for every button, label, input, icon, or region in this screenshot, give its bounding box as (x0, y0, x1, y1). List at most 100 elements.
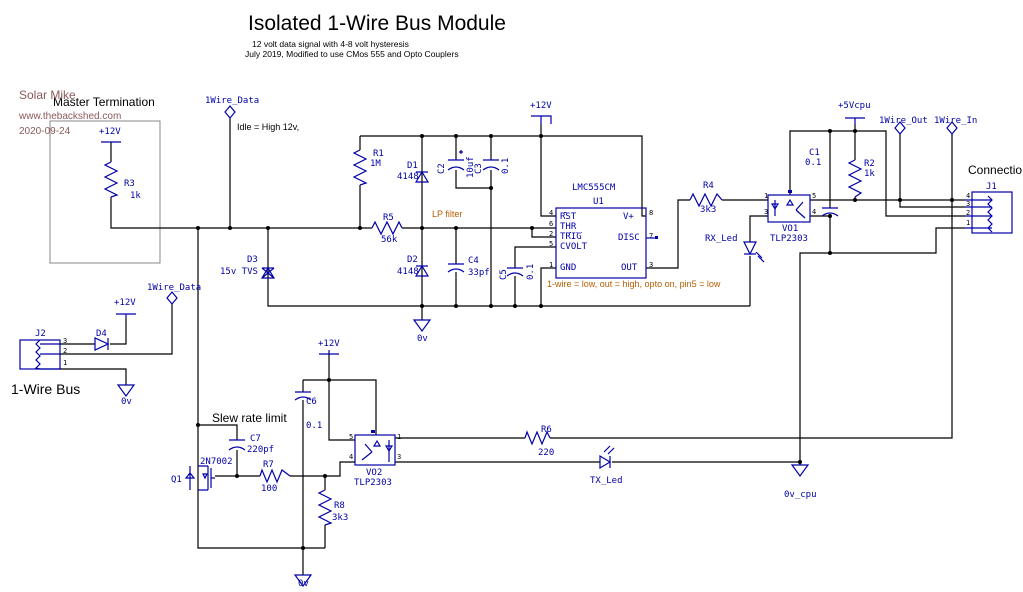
svg-text:4: 4 (966, 192, 970, 200)
port-1wire-data: 1Wire_Data (205, 96, 259, 106)
tx-led-ref: TX_Led (590, 476, 623, 486)
vo2-part: TLP2303 (354, 478, 392, 488)
d4-ref: D4 (96, 329, 107, 339)
wires (60, 118, 965, 575)
bus-label: 1-Wire Bus (11, 381, 80, 397)
r6-value: 220 (538, 448, 554, 458)
u1-pin-disc: DISC (618, 233, 640, 243)
c3-value: 0.1 (501, 158, 511, 174)
svg-text:5: 5 (549, 240, 553, 248)
r4-resistor-icon (689, 192, 723, 208)
r8-ref: R8 (334, 501, 345, 511)
c6-value: 0.1 (306, 421, 322, 431)
r3-value: 1k (130, 191, 141, 201)
tx-led-icon (599, 445, 615, 470)
r7-resistor-icon (259, 468, 291, 484)
r2-resistor-icon (847, 159, 863, 198)
r2-ref: R2 (864, 159, 875, 169)
c2-ref: C2 (437, 163, 447, 174)
d1-ref: D1 (407, 161, 418, 171)
svg-text:4: 4 (549, 209, 553, 217)
rx-led-ref: RX_Led (705, 234, 738, 244)
d4-diode-icon (94, 337, 110, 351)
u1-pin-cvolt: CVOLT (560, 242, 588, 252)
vo1-part: TLP2303 (770, 234, 808, 244)
capacitors: C2 10uf C3 0.1 C4 33pf C5 0.1 C1 0.1 C6 … (228, 148, 839, 455)
subtitle-2: July 2019, Modified to use CMos 555 and … (245, 49, 459, 59)
r7-ref: R7 (263, 460, 274, 470)
d2-diode-icon (414, 264, 430, 277)
r6-resistor-icon (524, 430, 551, 446)
u1-timer: LMC555CM U1 RST THR TRIG CVOLT GND V+ DI… (555, 183, 658, 279)
watermark-author: Solar Mike (19, 88, 76, 102)
svg-text:2: 2 (63, 347, 67, 355)
svg-text:4: 4 (812, 208, 816, 216)
r5-ref: R5 (383, 213, 394, 223)
vo2-optocoupler: VO2 TLP2303 (354, 430, 396, 488)
watermark-site: www.thebackshed.com (18, 111, 121, 122)
u1-pin-rst: RST (560, 212, 577, 222)
c2-value: 10uf (466, 156, 476, 178)
c3-capacitor-icon (482, 159, 500, 171)
resistors: R3 1k R1 1M R2 1k R8 3k3 R5 56k R4 3k3 R… (103, 149, 875, 526)
c6-ref: C6 (306, 397, 317, 407)
u1-supply-label: +12V (530, 101, 552, 111)
power-symbols: +12V +12V +5Vcpu +12V +12V 0v 0v 0v 0v_c… (99, 101, 871, 589)
d3-value: 15v TVS (220, 267, 258, 277)
ground-label: 0v (417, 334, 428, 344)
c4-capacitor-icon (447, 263, 465, 273)
q1-ref: Q1 (171, 475, 182, 485)
r8-value: 3k3 (332, 513, 348, 523)
ground-cpu-label: 0v_cpu (784, 490, 817, 500)
d3-tvs-icon (260, 266, 276, 279)
slew-rate-note: Slew rate limit (212, 411, 287, 425)
r3-ref: R3 (124, 179, 135, 189)
r6-ref: R6 (541, 425, 552, 435)
r1-value: 1M (370, 159, 381, 169)
d2-value: 4148 (397, 267, 419, 277)
c5-ref: C5 (499, 269, 509, 280)
u1-pin-trig: TRIG (560, 232, 582, 242)
c1-capacitor-icon (821, 207, 839, 217)
d2-ref: D2 (407, 255, 418, 265)
svg-text:5: 5 (349, 433, 353, 441)
diodes: D1 4148 D2 4148 D3 15v TVS D4 RX_Led TX_… (94, 161, 765, 486)
c7-ref: C7 (250, 434, 261, 444)
r7-value: 100 (261, 484, 277, 494)
j2-ref: J2 (35, 329, 46, 339)
cpu-supply-label: +5Vcpu (838, 101, 871, 111)
svg-text:7: 7 (649, 232, 653, 240)
logic-note: 1-wire = low, out = high, opto on, pin5 … (547, 279, 721, 289)
c6-capacitor-icon (294, 391, 312, 401)
svg-text:3: 3 (649, 261, 653, 269)
r1-ref: R1 (373, 149, 384, 159)
vo1-ref: VO1 (782, 224, 798, 234)
idle-note: Idle = High 12v, (237, 122, 299, 132)
svg-text:3: 3 (63, 337, 67, 345)
c5-value: 0.1 (526, 264, 536, 280)
watermark-date: 2020-09-24 (19, 126, 71, 137)
c4-value: 33pf (468, 268, 490, 278)
c5-capacitor-icon (506, 267, 524, 277)
port-diamond-icon (166, 105, 958, 305)
u1-pin-thr: THR (560, 222, 577, 232)
port-1wire-out: 1Wire_Out (879, 116, 928, 126)
svg-text:1: 1 (764, 192, 768, 200)
lp-filter-note: LP filter (432, 209, 462, 219)
c1-value: 0.1 (805, 158, 821, 168)
svg-text:3: 3 (397, 453, 401, 461)
connection-label: Connectio (968, 163, 1022, 177)
ground-icon (116, 319, 810, 588)
rx-led-icon (743, 241, 765, 263)
svg-text:3: 3 (764, 208, 768, 216)
master-termination-box (49, 120, 161, 264)
d4-supply-label: +12V (114, 298, 136, 308)
port-1wire-in: 1Wire_In (934, 116, 977, 126)
d1-value: 4148 (397, 172, 419, 182)
title: Isolated 1-Wire Bus Module (248, 12, 506, 35)
c3-ref: C3 (474, 163, 484, 174)
c7-capacitor-icon (228, 439, 246, 451)
q1-mosfet: 2N7002 Q1 (171, 457, 233, 491)
